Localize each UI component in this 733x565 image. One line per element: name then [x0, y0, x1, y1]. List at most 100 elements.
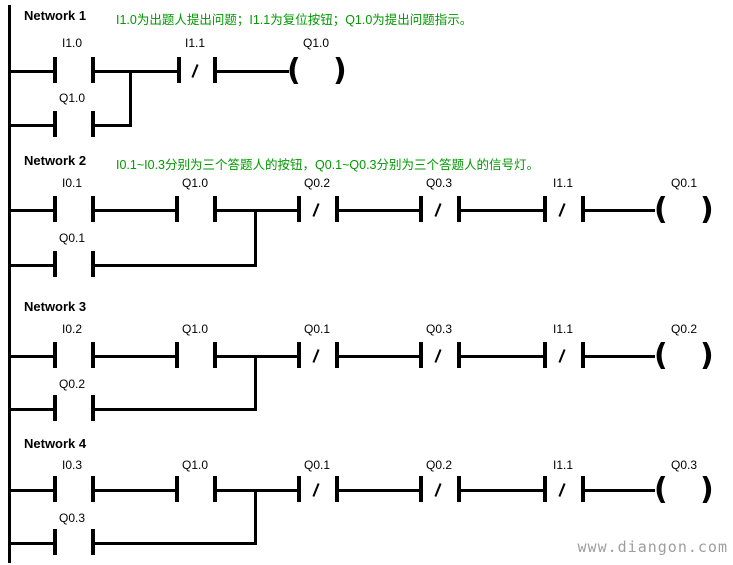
- contact-bar: [335, 476, 339, 502]
- branch-contact-label: Q1.0: [58, 91, 85, 105]
- wire-segment: [95, 70, 177, 73]
- contact-bar: [91, 395, 95, 421]
- contact-bar: [581, 342, 585, 368]
- wire-segment: [585, 489, 655, 492]
- wire-segment: [95, 355, 175, 358]
- branch-junction-wire: [254, 209, 257, 267]
- coil-label: Q0.2: [670, 322, 697, 336]
- wire-segment: [217, 355, 297, 358]
- network-title: Network 2: [24, 153, 87, 168]
- coil-left-paren: (: [654, 338, 668, 373]
- wire-segment: [95, 264, 257, 267]
- contact-bar: [543, 476, 547, 502]
- contact-bar: [53, 111, 57, 137]
- wire-segment: [217, 70, 289, 73]
- contact-label: I0.2: [61, 322, 82, 336]
- contact-bar: [53, 251, 57, 277]
- wire-segment: [8, 70, 53, 73]
- contact-bar: [457, 476, 461, 502]
- contact-bar: [53, 196, 57, 222]
- contact-bar: [581, 196, 585, 222]
- contact-bar: [543, 342, 547, 368]
- coil-right-paren: ): [700, 472, 714, 507]
- contact-bar: [419, 196, 423, 222]
- coil-right-paren: ): [700, 192, 714, 227]
- contact-label: I1.0: [61, 36, 82, 50]
- network-title: Network 4: [24, 436, 87, 451]
- contact-bar: [53, 529, 57, 555]
- network-title: Network 1: [24, 8, 87, 23]
- contact-label: I1.1: [552, 176, 573, 190]
- wire-segment: [95, 542, 257, 545]
- contact-bar: [91, 529, 95, 555]
- coil-label: Q0.3: [670, 458, 697, 472]
- nc-slash: [558, 203, 566, 217]
- contact-bar: [297, 342, 301, 368]
- contact-label: I0.1: [61, 176, 82, 190]
- contact-bar: [175, 476, 179, 502]
- wire-segment: [339, 355, 419, 358]
- network-comment: I1.0为出题人提出问题；I1.1为复位按钮；Q1.0为提出问题指示。: [116, 13, 473, 27]
- contact-bar: [53, 476, 57, 502]
- contact-bar: [175, 342, 179, 368]
- wire-segment: [217, 489, 297, 492]
- branch-contact-label: Q0.1: [58, 231, 85, 245]
- nc-slash: [312, 203, 320, 217]
- wire-segment: [95, 489, 175, 492]
- nc-slash: [558, 483, 566, 497]
- contact-label: Q1.0: [181, 458, 208, 472]
- wire-segment: [339, 209, 419, 212]
- wire-segment: [95, 209, 175, 212]
- power-rail: [8, 5, 11, 563]
- contact-bar: [213, 57, 217, 83]
- coil-right-paren: ): [333, 53, 347, 88]
- wire-segment: [585, 209, 655, 212]
- contact-bar: [91, 342, 95, 368]
- contact-bar: [177, 57, 181, 83]
- wire-segment: [8, 209, 53, 212]
- coil-label: Q0.1: [670, 176, 697, 190]
- contact-bar: [419, 476, 423, 502]
- coil-left-paren: (: [654, 192, 668, 227]
- branch-junction-wire: [129, 70, 132, 127]
- contact-bar: [175, 196, 179, 222]
- wire-segment: [461, 489, 543, 492]
- branch-junction-wire: [254, 489, 257, 545]
- network-comment: I0.1~I0.3分别为三个答题人的按钮，Q0.1~Q0.3分别为三个答题人的信…: [116, 158, 539, 172]
- branch-contact-label: Q0.2: [58, 377, 85, 391]
- nc-slash: [312, 483, 320, 497]
- contact-bar: [581, 476, 585, 502]
- contact-label: I1.1: [184, 36, 205, 50]
- nc-slash: [558, 349, 566, 363]
- nc-slash: [434, 349, 442, 363]
- wire-segment: [585, 355, 655, 358]
- contact-label: Q0.2: [425, 458, 452, 472]
- contact-bar: [91, 196, 95, 222]
- wire-segment: [8, 264, 53, 267]
- contact-bar: [457, 342, 461, 368]
- nc-slash: [434, 203, 442, 217]
- nc-slash: [191, 64, 199, 78]
- wire-segment: [8, 355, 53, 358]
- branch-contact-label: Q0.3: [58, 511, 85, 525]
- contact-bar: [335, 342, 339, 368]
- contact-bar: [543, 196, 547, 222]
- contact-bar: [91, 476, 95, 502]
- wire-segment: [8, 542, 53, 545]
- contact-bar: [91, 57, 95, 83]
- contact-label: Q0.1: [303, 322, 330, 336]
- contact-label: Q1.0: [181, 322, 208, 336]
- contact-bar: [457, 196, 461, 222]
- watermark: www.diangon.com: [577, 538, 728, 556]
- contact-label: Q0.1: [303, 458, 330, 472]
- contact-label: Q0.3: [425, 176, 452, 190]
- branch-junction-wire: [254, 355, 257, 411]
- wire-segment: [8, 489, 53, 492]
- wire-segment: [95, 408, 257, 411]
- contact-bar: [91, 251, 95, 277]
- contact-bar: [419, 342, 423, 368]
- contact-bar: [91, 111, 95, 137]
- contact-label: I0.3: [61, 458, 82, 472]
- wire-segment: [461, 209, 543, 212]
- contact-label: I1.1: [552, 322, 573, 336]
